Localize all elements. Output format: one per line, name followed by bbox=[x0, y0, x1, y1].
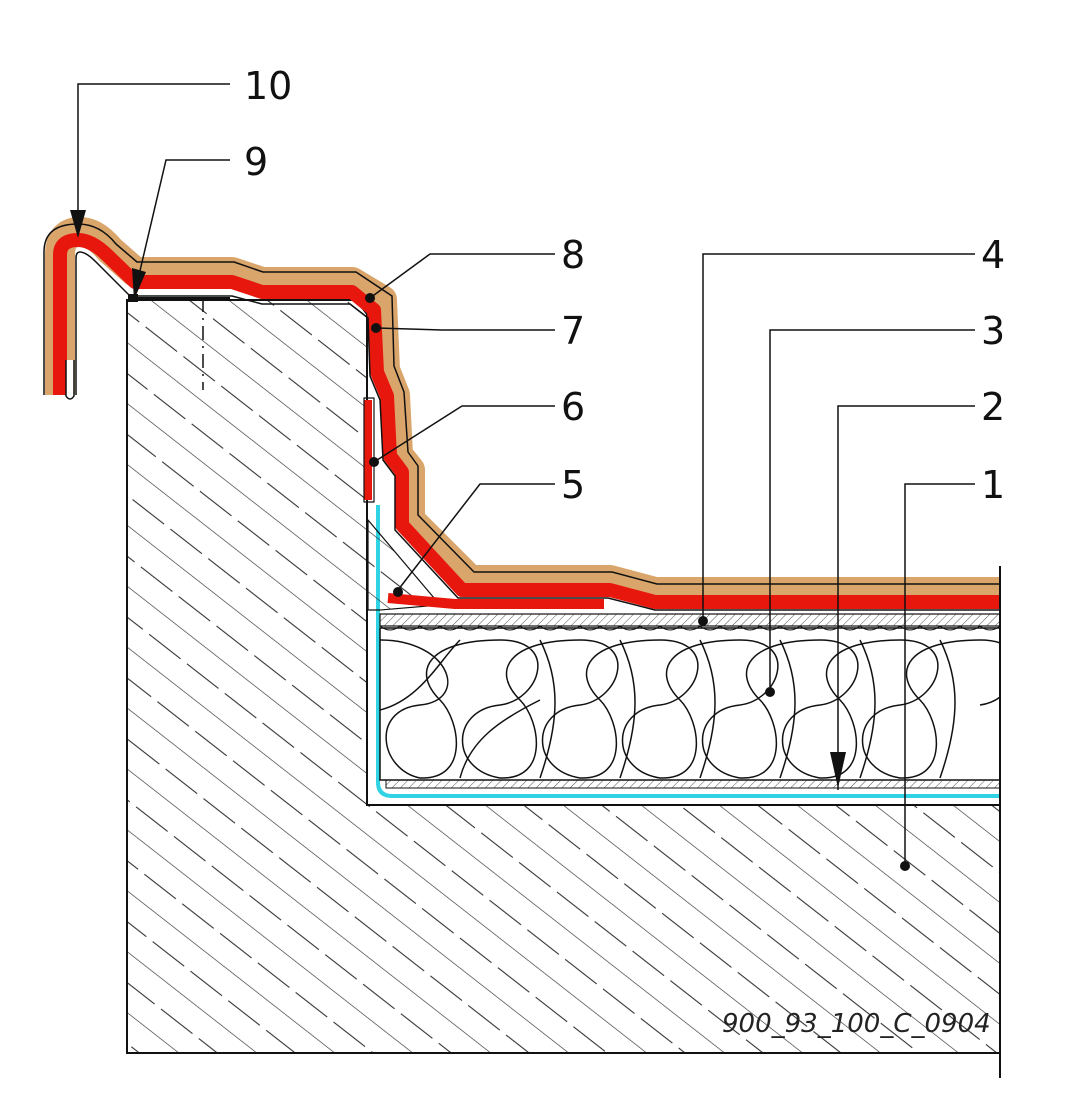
leader-8 bbox=[369, 253, 555, 299]
callout-2: 2 bbox=[981, 385, 1005, 429]
arrow-10 bbox=[70, 210, 86, 238]
leader-3 bbox=[769, 329, 975, 690]
callout-7: 7 bbox=[561, 309, 585, 353]
leader-6 bbox=[373, 405, 555, 463]
arrow-2 bbox=[830, 752, 846, 788]
dot-6 bbox=[369, 457, 379, 467]
thermal-insulation bbox=[379, 627, 1001, 789]
edge-fillet bbox=[367, 518, 442, 611]
callout-1: 1 bbox=[981, 463, 1005, 507]
dot-5 bbox=[393, 587, 403, 597]
callout-8: 8 bbox=[561, 233, 585, 277]
callout-leaders bbox=[77, 83, 975, 865]
drawing-id: 900_93_100_C_0904 bbox=[722, 1009, 991, 1039]
dot-4 bbox=[698, 616, 708, 626]
leader-9 bbox=[134, 159, 230, 293]
arrow-9 bbox=[132, 268, 146, 300]
callout-9: 9 bbox=[244, 140, 268, 184]
separation-layer bbox=[379, 613, 1001, 631]
dot-3 bbox=[765, 687, 775, 697]
leader-markers bbox=[70, 210, 910, 871]
callout-3: 3 bbox=[981, 309, 1005, 353]
fixing-anchor bbox=[128, 294, 230, 390]
dot-7 bbox=[371, 323, 381, 333]
dot-8 bbox=[365, 293, 375, 303]
vapour-control-layer bbox=[366, 505, 1000, 806]
drip-edge-hook bbox=[65, 360, 75, 400]
roofing-membrane bbox=[43, 217, 1000, 611]
callout-6: 6 bbox=[561, 385, 585, 429]
dot-1 bbox=[900, 861, 910, 871]
leader-1 bbox=[904, 483, 975, 865]
leader-5 bbox=[397, 483, 555, 591]
leader-10 bbox=[77, 83, 230, 230]
leader-7 bbox=[375, 327, 555, 331]
callout-10: 10 bbox=[244, 64, 292, 108]
leader-2 bbox=[837, 405, 975, 790]
callout-5: 5 bbox=[561, 463, 585, 507]
callout-labels: 10 9 8 7 6 5 4 3 2 1 bbox=[244, 64, 1005, 507]
leader-4 bbox=[702, 253, 975, 620]
callout-4: 4 bbox=[981, 233, 1005, 277]
